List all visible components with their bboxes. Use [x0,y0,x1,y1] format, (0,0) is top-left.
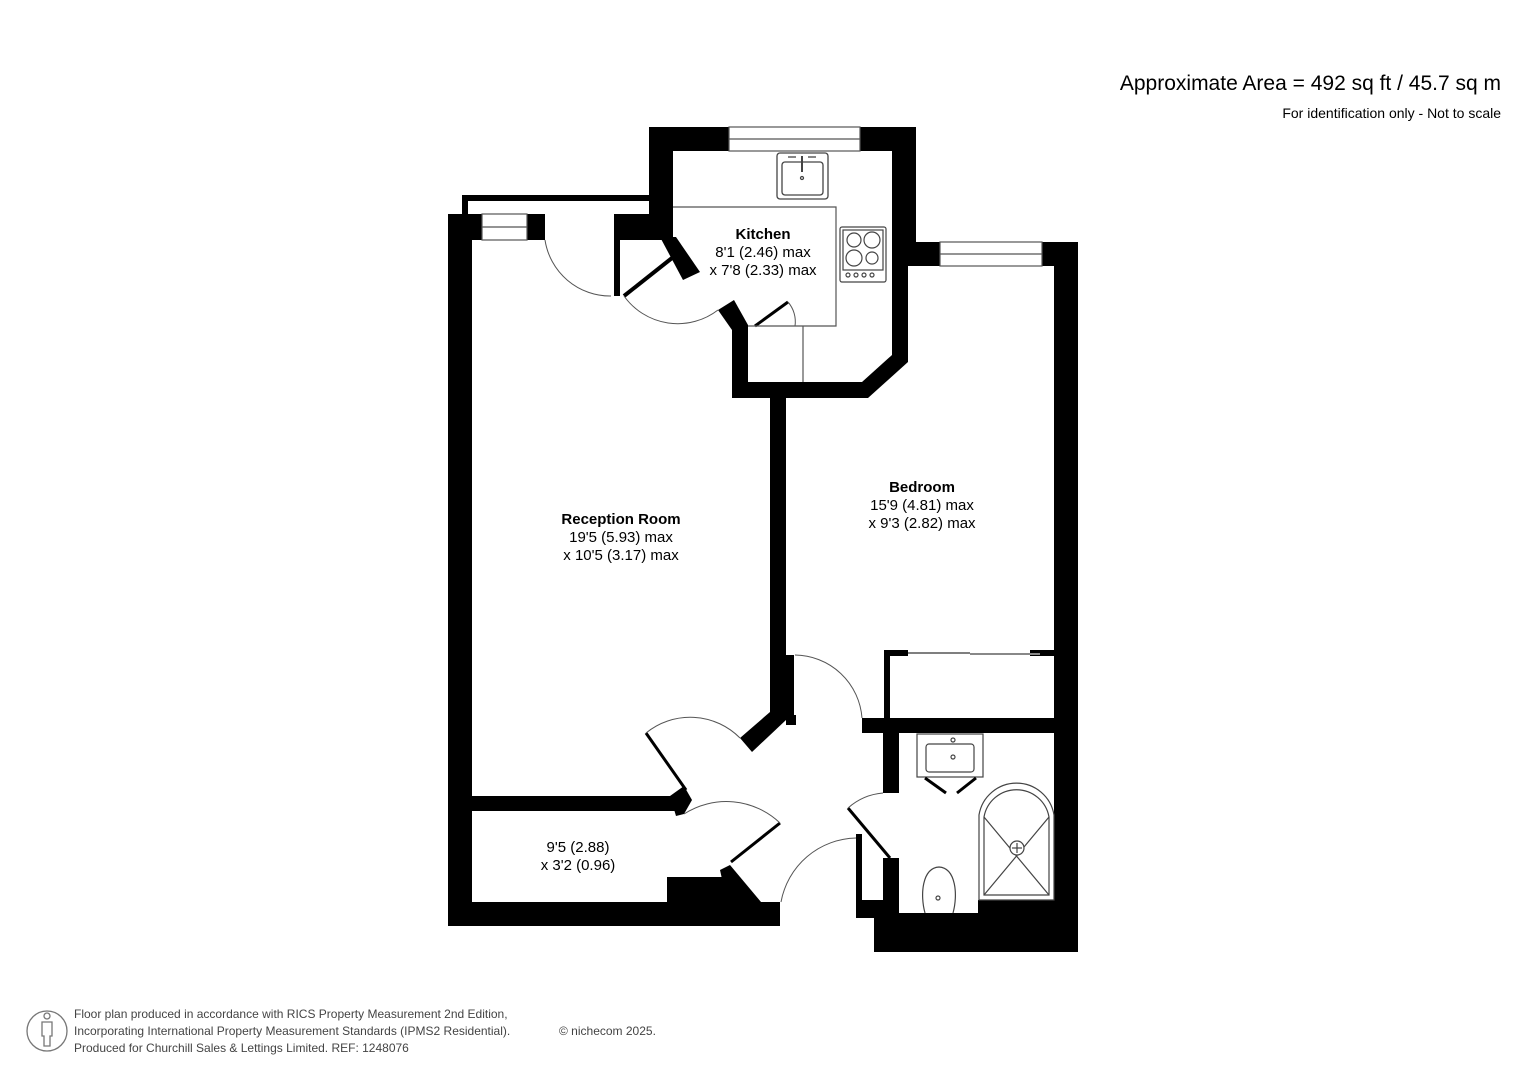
footer-notes: Floor plan produced in accordance with R… [74,1006,656,1057]
wardrobe-icon [908,652,1040,655]
footer-line-3: Produced for Churchill Sales & Lettings … [74,1041,409,1055]
footer-line-2: Incorporating International Property Mea… [74,1024,511,1038]
room-dimension: x 3'2 (0.96) [540,857,616,874]
room-name: Bedroom [889,479,955,496]
footer-line-1: Floor plan produced in accordance with R… [74,1007,508,1021]
room-dimension: x 7'8 (2.33) max [709,262,817,279]
toilet-icon [922,866,956,914]
room-dimension: x 10'5 (3.17) max [563,547,679,564]
room-dimension: x 9'3 (2.82) max [868,515,976,532]
room-bedroom: Bedroom 15'9 (4.81) max x 9'3 (2.82) max [868,479,975,533]
copyright: © nichecom 2025. [559,1024,656,1038]
basin-icon [916,733,984,795]
walls [448,127,1078,952]
kitchen-worktop [673,206,837,382]
scale-disclaimer: For identification only - Not to scale [1282,105,1501,121]
room-store: 9'5 (2.88) x 3'2 (0.96) [541,839,616,875]
windows [481,126,1043,267]
room-dimension: 8'1 (2.46) max [715,244,811,261]
room-name: Reception Room [561,511,681,528]
kitchen-sink-icon [776,152,829,200]
doors [544,239,892,903]
room-dimension: 19'5 (5.93) max [569,529,673,546]
hob-icon [839,226,887,283]
room-dimension: 9'5 (2.88) [546,839,610,856]
approximate-area: Approximate Area = 492 sq ft / 45.7 sq m [1119,72,1501,95]
shower-tray-icon [978,782,1055,901]
room-dimension: 15'9 (4.81) max [870,497,974,514]
room-reception: Reception Room 19'5 (5.93) max x 10'5 (3… [561,511,680,565]
room-kitchen: Kitchen 8'1 (2.46) max x 7'8 (2.33) max [709,226,816,280]
person-icon [26,1010,68,1052]
room-name: Kitchen [735,226,791,243]
